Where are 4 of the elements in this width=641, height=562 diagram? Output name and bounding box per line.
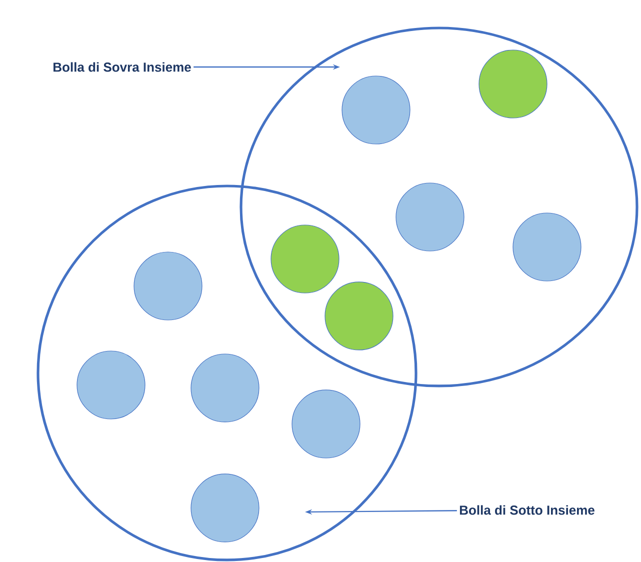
bubble-circle	[240, 26, 638, 388]
text-label: Bolla di Sotto Insieme	[460, 505, 594, 515]
text-label: Bolla di Sovra Insieme	[54, 62, 191, 72]
bubble-circle	[36, 184, 418, 562]
